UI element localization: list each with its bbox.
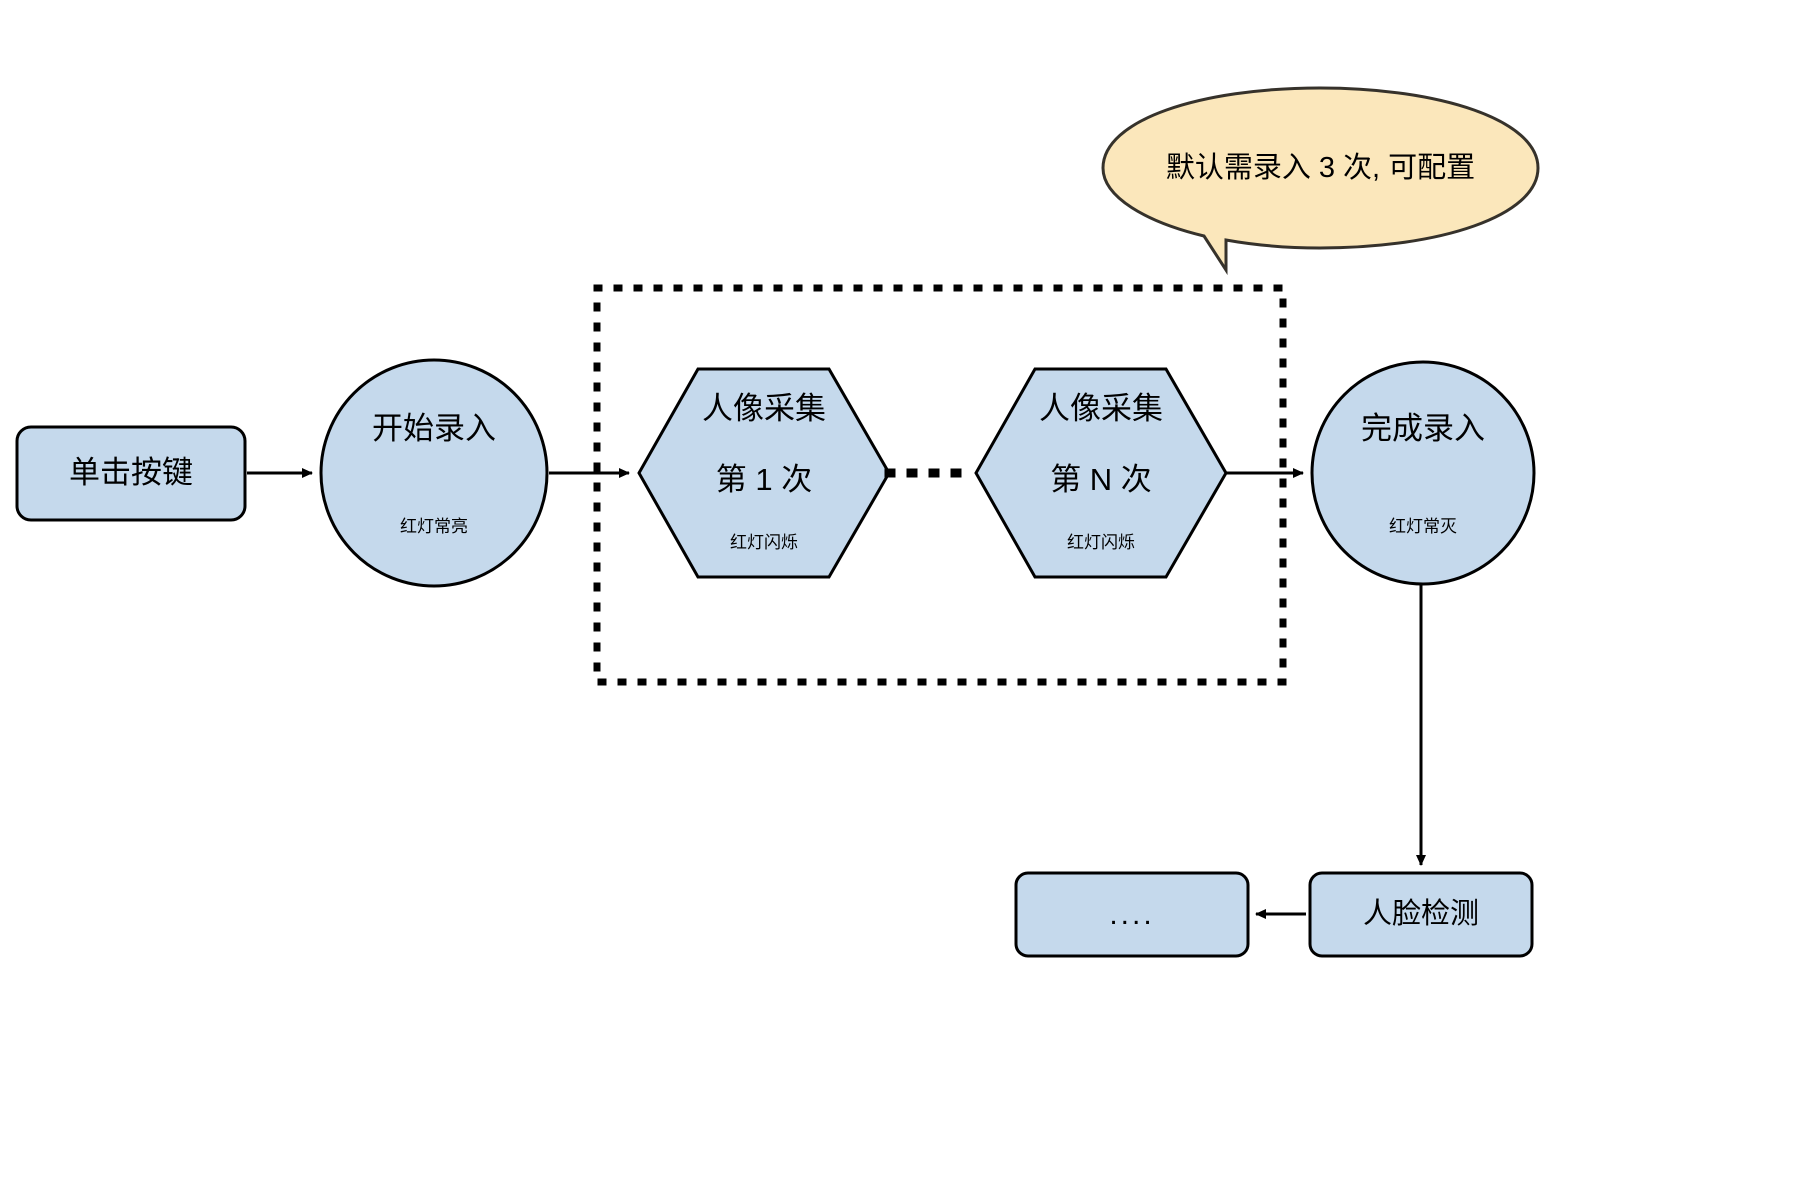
loop-group-boundary xyxy=(593,284,1287,686)
node-click-button[interactable] xyxy=(15,425,247,522)
node-capture-first[interactable] xyxy=(637,367,891,579)
node-capture-nth[interactable] xyxy=(974,367,1228,579)
node-more[interactable] xyxy=(1014,871,1250,958)
callout-bubble xyxy=(1101,86,1540,276)
node-start-enroll[interactable] xyxy=(319,358,549,588)
node-face-detect[interactable] xyxy=(1308,871,1534,958)
node-finish-enroll[interactable] xyxy=(1310,360,1536,586)
